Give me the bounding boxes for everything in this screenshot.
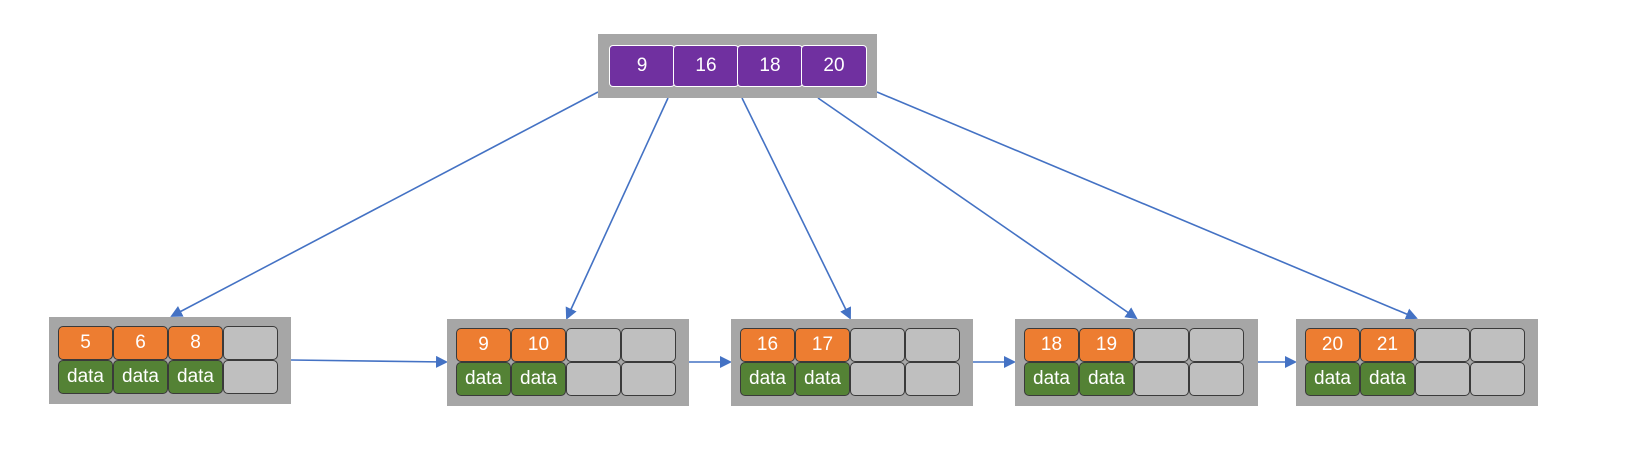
- empty-key-slot: [1189, 328, 1244, 362]
- empty-key-slot: [905, 328, 960, 362]
- empty-key-slot: [1470, 328, 1525, 362]
- child-pointer-arrow: [817, 97, 1138, 320]
- empty-key-slot: [1415, 328, 1470, 362]
- leaf-data-cell: data: [58, 360, 113, 394]
- leaf-key-cell: 6: [113, 326, 168, 360]
- leaf-data-cell: data: [1360, 362, 1415, 396]
- empty-data-slot: [850, 362, 905, 396]
- leaf-key-cell: 20: [1305, 328, 1360, 362]
- empty-data-slot: [223, 360, 278, 394]
- sibling-link-arrow: [290, 355, 448, 368]
- child-pointer-arrow: [565, 97, 669, 320]
- empty-data-slot: [1415, 362, 1470, 396]
- child-pointer-arrow: [741, 97, 851, 320]
- root-key-cell: 20: [802, 46, 866, 86]
- leaf-data-cell: data: [1305, 362, 1360, 396]
- empty-data-slot: [1134, 362, 1189, 396]
- root-key-cell: 9: [610, 46, 674, 86]
- leaf-data-cell: data: [1079, 362, 1134, 396]
- leaf-key-cell: 9: [456, 328, 511, 362]
- empty-data-slot: [621, 362, 676, 396]
- leaf-key-cell: 10: [511, 328, 566, 362]
- empty-data-slot: [1470, 362, 1525, 396]
- leaf-data-cell: data: [456, 362, 511, 396]
- leaf-data-cell: data: [511, 362, 566, 396]
- leaf-key-cell: 16: [740, 328, 795, 362]
- leaf-key-cell: 8: [168, 326, 223, 360]
- empty-key-slot: [621, 328, 676, 362]
- root-key-cell: 16: [674, 46, 738, 86]
- leaf-key-cell: 19: [1079, 328, 1134, 362]
- empty-key-slot: [1134, 328, 1189, 362]
- leaf-key-cell: 17: [795, 328, 850, 362]
- child-pointer-arrow: [876, 91, 1418, 320]
- empty-key-slot: [223, 326, 278, 360]
- leaf-data-cell: data: [795, 362, 850, 396]
- empty-key-slot: [850, 328, 905, 362]
- leaf-data-cell: data: [168, 360, 223, 394]
- empty-data-slot: [1189, 362, 1244, 396]
- empty-data-slot: [566, 362, 621, 396]
- empty-data-slot: [905, 362, 960, 396]
- child-pointer-arrow: [170, 91, 599, 317]
- empty-key-slot: [566, 328, 621, 362]
- leaf-data-cell: data: [1024, 362, 1079, 396]
- leaf-key-cell: 18: [1024, 328, 1079, 362]
- leaf-key-cell: 21: [1360, 328, 1415, 362]
- leaf-data-cell: data: [740, 362, 795, 396]
- leaf-key-cell: 5: [58, 326, 113, 360]
- leaf-data-cell: data: [113, 360, 168, 394]
- root-key-cell: 18: [738, 46, 802, 86]
